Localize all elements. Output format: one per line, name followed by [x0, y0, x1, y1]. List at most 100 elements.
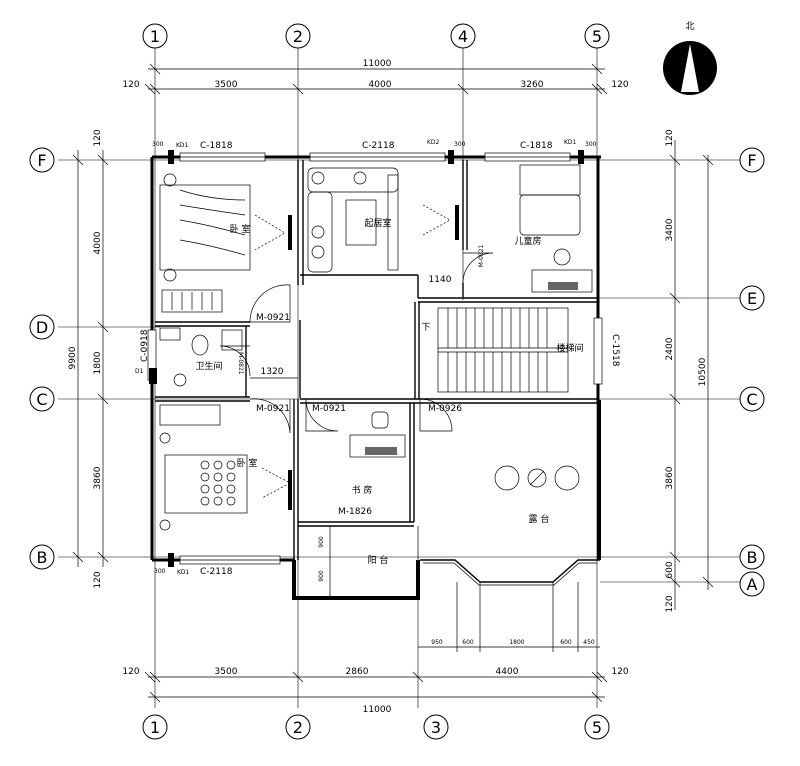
kd1-marker-a	[168, 150, 174, 164]
north-arrow: 北	[663, 21, 717, 95]
kd1-label-b: KD1	[564, 139, 577, 146]
dim-small-3: 1800	[509, 639, 524, 646]
axis-left-d: D	[36, 318, 48, 337]
dim-top-seg-3: 4000	[369, 80, 392, 90]
door-m0921-d-label: M-0921	[478, 245, 485, 268]
dim-bottom-seg-5: 120	[611, 667, 628, 677]
dim-small-4: 600	[560, 639, 572, 646]
bottom-dimensions: 950 600 1800 600 450 120 3500 2860 4400 …	[122, 582, 629, 715]
north-label: 北	[685, 21, 694, 32]
axis-right-e: E	[747, 289, 757, 308]
dim-small-5: 450	[583, 639, 595, 646]
dim-small-1: 950	[431, 639, 443, 646]
dim-1140: 1140	[429, 275, 452, 285]
door-m0921-b-label: M-0921	[256, 404, 290, 414]
dim-left-seg-2: 1800	[93, 351, 103, 374]
dim-top-seg-5: 120	[611, 80, 628, 90]
dim-bottom-seg-3: 2860	[346, 667, 369, 677]
dim-left-total: 9900	[68, 346, 78, 369]
dim-bottom-total: 11000	[363, 705, 392, 715]
axis-bottom-2: 2	[293, 718, 303, 737]
axis-bottom-1: 1	[150, 718, 160, 737]
axis-top-4: 4	[458, 27, 468, 46]
windows	[147, 150, 603, 567]
door-m0921-c	[305, 398, 339, 432]
room-bath: 卫生间	[195, 360, 222, 372]
kd1-label-a: KD1	[176, 142, 189, 149]
door-m0926	[419, 398, 453, 432]
door-m0926-label: M-0926	[428, 404, 462, 414]
doors	[219, 205, 494, 510]
dim-right-seg-5: 600	[665, 561, 675, 578]
dim-small-2: 600	[462, 639, 474, 646]
dim-300-c: 300	[585, 141, 597, 148]
door-m0921-c-label: M-0921	[312, 404, 346, 414]
window-c0918-label: C-0918	[140, 329, 150, 362]
room-bedroom-top: 卧 室	[230, 223, 251, 235]
d1-marker	[149, 368, 157, 384]
room-living: 起居室	[364, 217, 391, 229]
dim-left-seg-1: 4000	[93, 231, 103, 254]
dim-top-total: 11000	[363, 59, 392, 69]
window-c2118-top-label: C-2118	[362, 141, 395, 151]
kd2-label: KD2	[427, 139, 440, 146]
dim-right-seg-2: 3400	[665, 218, 675, 241]
dim-left-bottom-120: 120	[93, 571, 103, 588]
dim-300-a: 300	[152, 141, 164, 148]
d1-label: D1	[135, 368, 144, 375]
door-m1826-label: M-1826	[338, 507, 372, 517]
dim-bottom-seg-2: 3500	[215, 667, 238, 677]
dim-right-seg-1: 120	[665, 129, 675, 146]
window-c2118-bottom-label: C-2118	[200, 567, 233, 577]
window-c1518	[593, 317, 603, 385]
axis-top-1: 1	[150, 27, 160, 46]
bed-top	[159, 184, 251, 271]
kd2-marker	[448, 150, 454, 164]
kd1-marker-c	[168, 553, 174, 567]
dim-bottom-seg-1: 120	[122, 667, 139, 677]
door-m0821-label: M-0821	[237, 352, 244, 375]
axis-left-c: C	[36, 390, 47, 409]
door-m0921-b	[249, 398, 291, 434]
dim-right-seg-6: 120	[665, 595, 675, 612]
door-m0921-a-label: M-0921	[256, 313, 290, 323]
axis-left-f: F	[37, 151, 46, 170]
dim-300-d: 300	[154, 568, 166, 575]
dim-right-total: 10500	[698, 357, 708, 386]
axis-top-2: 2	[293, 27, 303, 46]
dim-300-b: 300	[454, 141, 466, 148]
annotations: 300 KD1 C-1818 C-2118 KD2 300 C-1818 KD1…	[135, 139, 620, 582]
axis-bottom-5: 5	[592, 718, 602, 737]
room-terrace: 露 台	[529, 513, 550, 525]
dim-top-seg-1: 120	[122, 80, 139, 90]
window-c1518-label: C-1518	[610, 334, 620, 367]
axis-bottom-3: 3	[431, 718, 441, 737]
room-stair: 楼梯间	[556, 342, 583, 354]
door-m0921-d	[462, 252, 494, 284]
axis-top-5: 5	[592, 27, 602, 46]
axis-right-a: A	[747, 575, 758, 594]
right-dimensions: 120 3400 2400 3860 600 120 10500	[665, 129, 714, 613]
dim-left-seg-3: 3860	[93, 466, 103, 489]
room-bedroom-bottom: 卧 室	[237, 457, 258, 469]
left-dimensions: 9900 120 4000 1800 3860 120	[68, 129, 109, 589]
door-m0821	[219, 345, 251, 377]
dim-right-seg-3: 2400	[665, 337, 675, 360]
room-kids: 儿童房	[514, 235, 541, 247]
dim-top-seg-4: 3260	[521, 80, 544, 90]
dim-right-seg-4: 3860	[665, 466, 675, 489]
stair-down-label: 下	[421, 323, 430, 333]
axis-right-c: C	[746, 390, 757, 409]
kd1-label-c: KD1	[177, 569, 190, 576]
room-balcony: 阳 台	[368, 554, 389, 566]
kd1-marker-b	[578, 150, 584, 164]
window-c1818-left-label: C-1818	[200, 141, 233, 151]
door-m0921-a	[249, 284, 291, 323]
room-labels: 卧 室 起居室 儿童房 卫生间 楼梯间 下 卧 室 书 房 阳 台 露 台	[195, 217, 583, 566]
furniture	[159, 164, 593, 531]
dim-900-b: 900	[318, 570, 325, 582]
dim-top-seg-2: 3500	[215, 80, 238, 90]
axis-right-f: F	[747, 151, 756, 170]
dim-bottom-seg-4: 4400	[496, 667, 519, 677]
